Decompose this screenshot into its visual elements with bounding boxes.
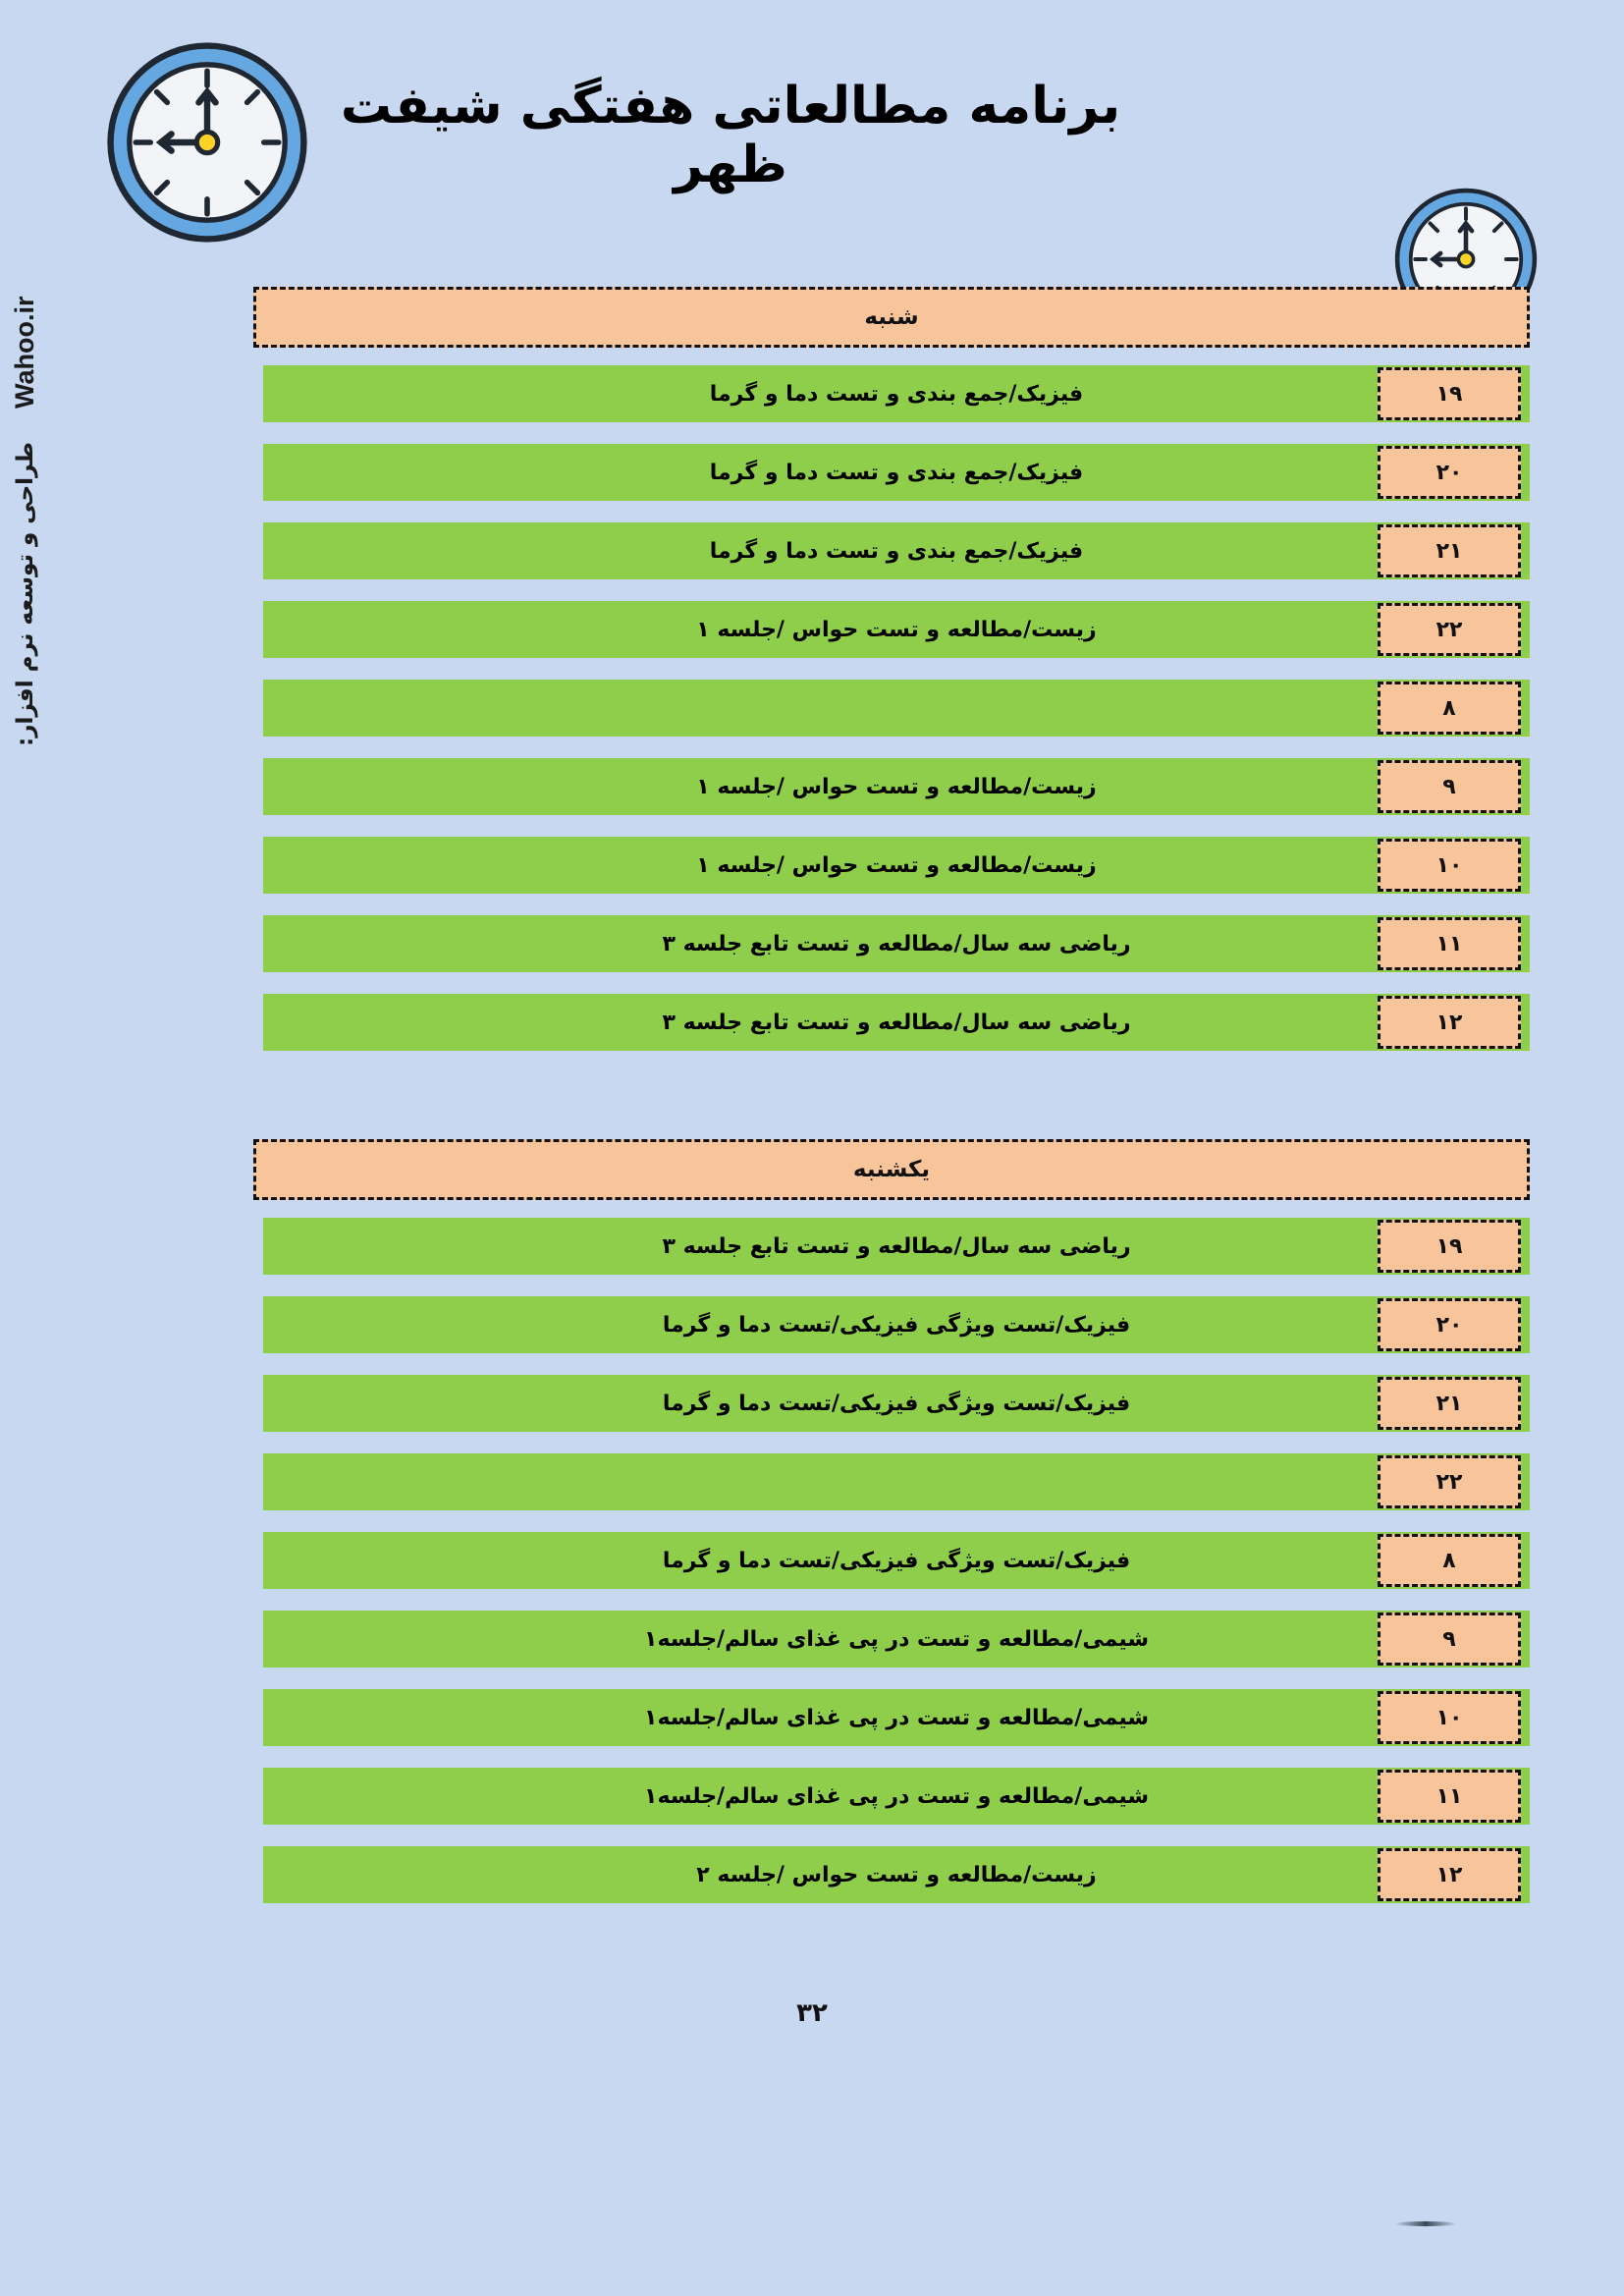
task-cell[interactable]: شیمی/مطالعه و تست در پی غذای سالم/جلسه۱ xyxy=(263,1611,1530,1667)
hour-cell: ۱۰ xyxy=(1378,1691,1521,1744)
hour-cell: ۱۹ xyxy=(1378,1220,1521,1273)
task-cell[interactable] xyxy=(263,680,1530,737)
hour-cell: ۲۱ xyxy=(1378,1377,1521,1430)
day-header-sunday: یکشنبه xyxy=(253,1139,1530,1200)
task-cell[interactable]: فیزیک/جمع بندی و تست دما و گرما xyxy=(263,522,1530,579)
hour-cell: ۹ xyxy=(1378,1613,1521,1666)
page-header: برنامه مطالعاتی هفتگی شیفت ظهر xyxy=(0,0,1624,331)
task-cell[interactable]: ریاضی سه سال/مطالعه و تست تابع جلسه ۳ xyxy=(263,1218,1530,1275)
task-cell[interactable]: زیست/مطالعه و تست حواس /جلسه ۱ xyxy=(263,837,1530,894)
hour-cell: ۲۱ xyxy=(1378,524,1521,577)
task-cell[interactable]: فیزیک/تست ویژگی فیزیکی/تست دما و گرما xyxy=(263,1532,1530,1589)
hour-cell: ۲۲ xyxy=(1378,603,1521,656)
task-cell[interactable]: زیست/مطالعه و تست حواس /جلسه ۲ xyxy=(263,1846,1530,1903)
schedule-row: ۸ xyxy=(0,680,1624,737)
task-cell[interactable] xyxy=(263,1453,1530,1510)
hour-cell: ۱۲ xyxy=(1378,996,1521,1049)
clock-icon xyxy=(102,37,312,247)
hour-cell: ۱۹ xyxy=(1378,367,1521,420)
hour-cell: ۲۰ xyxy=(1378,446,1521,499)
hour-cell: ۱۰ xyxy=(1378,839,1521,892)
task-cell[interactable]: زیست/مطالعه و تست حواس /جلسه ۱ xyxy=(263,758,1530,815)
task-cell[interactable]: ریاضی سه سال/مطالعه و تست تابع جلسه ۳ xyxy=(263,915,1530,972)
task-cell[interactable]: زیست/مطالعه و تست حواس /جلسه ۱ xyxy=(263,601,1530,658)
hour-cell: ۱۱ xyxy=(1378,917,1521,970)
schedule-row: ۲۲ xyxy=(0,1453,1624,1510)
task-cell[interactable]: فیزیک/جمع بندی و تست دما و گرما xyxy=(263,444,1530,501)
hour-cell: ۱۱ xyxy=(1378,1770,1521,1823)
page-title: برنامه مطالعاتی هفتگی شیفت ظهر xyxy=(340,77,1121,194)
bottom-decoration-mark xyxy=(1394,2221,1457,2226)
day-block-sunday: یکشنبه ریاضی سه سال/مطالعه و تست تابع جل… xyxy=(0,1139,1624,1925)
task-cell[interactable]: فیزیک/تست ویژگی فیزیکی/تست دما و گرما xyxy=(263,1296,1530,1353)
page-number: ۳۲ xyxy=(796,1998,828,2028)
task-cell[interactable]: فیزیک/جمع بندی و تست دما و گرما xyxy=(263,365,1530,422)
day-header-saturday: شنبه xyxy=(253,287,1530,348)
hour-cell: ۸ xyxy=(1378,1534,1521,1587)
hour-cell: ۹ xyxy=(1378,760,1521,813)
hour-cell: ۱۲ xyxy=(1378,1848,1521,1901)
task-cell[interactable]: ریاضی سه سال/مطالعه و تست تابع جلسه ۳ xyxy=(263,994,1530,1051)
hour-cell: ۲۲ xyxy=(1378,1455,1521,1508)
task-cell[interactable]: فیزیک/تست ویژگی فیزیکی/تست دما و گرما xyxy=(263,1375,1530,1432)
hour-cell: ۸ xyxy=(1378,682,1521,735)
task-cell[interactable]: شیمی/مطالعه و تست در پی غذای سالم/جلسه۱ xyxy=(263,1689,1530,1746)
hour-cell: ۲۰ xyxy=(1378,1298,1521,1351)
task-cell[interactable]: شیمی/مطالعه و تست در پی غذای سالم/جلسه۱ xyxy=(263,1768,1530,1825)
